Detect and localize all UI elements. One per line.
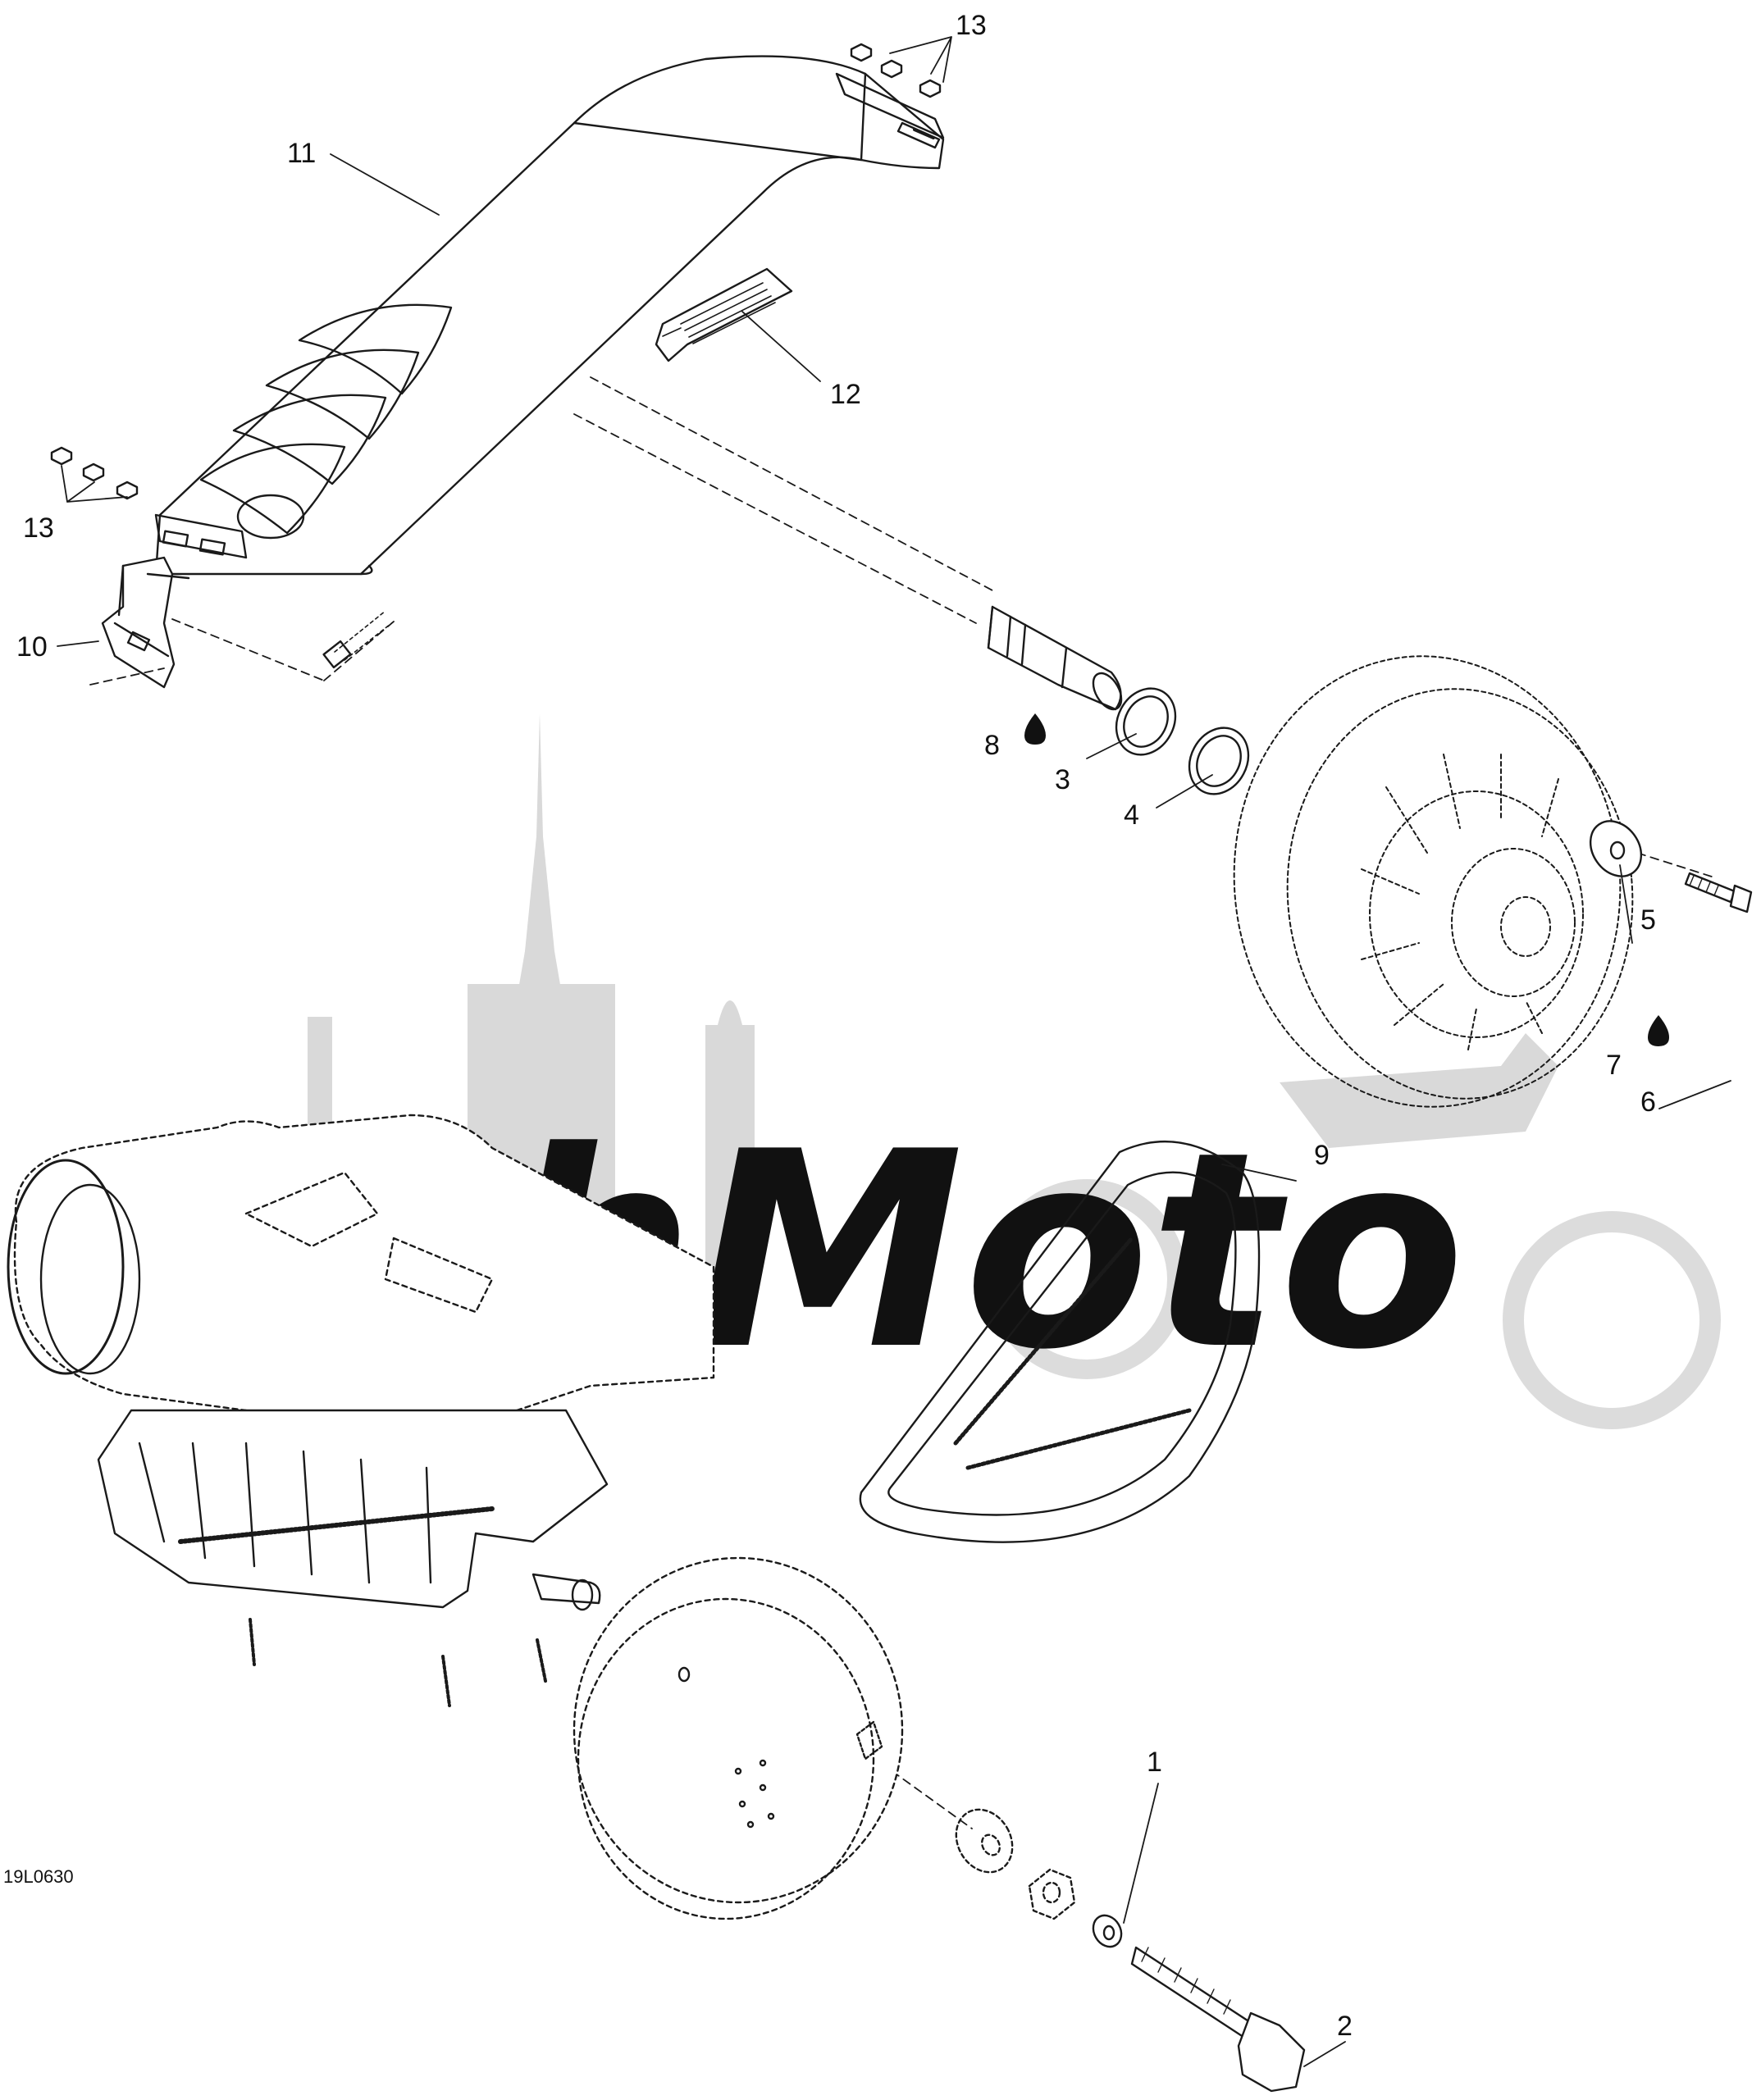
leader-lines	[57, 36, 1731, 2067]
callout-10: 10	[16, 631, 48, 663]
assembly-dashes	[89, 376, 1715, 1829]
drive-belt	[859, 1140, 1261, 1543]
drawing-code: 19L0630	[3, 1866, 74, 1887]
nuts-left	[50, 446, 139, 500]
pulley-bolt	[1684, 872, 1753, 913]
callout-3: 3	[1055, 764, 1070, 795]
belt-guard-cover	[154, 55, 945, 576]
nuts-top-right	[850, 43, 942, 98]
callout-1: 1	[1147, 1747, 1162, 1778]
engine-assembly	[7, 1114, 715, 1707]
drive-fasteners	[955, 1808, 1306, 2093]
watermark-wheel-rear	[987, 1179, 1187, 1379]
line-art	[7, 36, 1753, 2093]
shim-washers	[1115, 687, 1250, 795]
cover-bolt	[322, 610, 395, 669]
pulley-washer	[1589, 820, 1643, 877]
grease-icon-8	[1024, 713, 1046, 745]
driven-pulley	[1233, 655, 1634, 1108]
callout-9: 9	[1314, 1140, 1330, 1171]
drive-pulley	[573, 1556, 904, 1920]
callout-12: 12	[830, 379, 861, 410]
callout-11: 11	[287, 138, 316, 169]
callout-6: 6	[1640, 1086, 1656, 1118]
driven-shaft	[987, 605, 1123, 711]
warning-label	[655, 267, 793, 362]
grease-drops	[1024, 713, 1669, 1046]
callout-8: 8	[984, 730, 1000, 761]
callout-4: 4	[1124, 799, 1139, 831]
grease-icon-7	[1648, 1015, 1669, 1046]
callout-5: 5	[1640, 904, 1656, 936]
cover-bracket	[101, 556, 190, 689]
callout-2: 2	[1337, 2011, 1353, 2042]
watermark-wheel-front	[1503, 1211, 1721, 1429]
callout-13-left: 13	[23, 512, 54, 544]
callout-13-top: 13	[956, 10, 987, 41]
callout-7: 7	[1606, 1050, 1622, 1081]
callout-labels: 1 2 3 4 5 6 7 8 9 10 11 12 13 13 19L0630	[3, 10, 1656, 2042]
